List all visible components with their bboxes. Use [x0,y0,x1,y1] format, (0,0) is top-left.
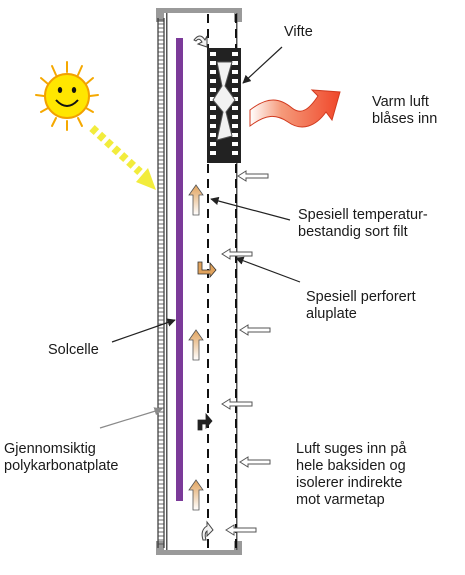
sunlight-beam [89,125,156,190]
label-solcelle: Solcelle [48,342,99,358]
pointer-solcelle [111,318,176,343]
warm-air-arrow [249,89,341,128]
label-aluplate: Spesiell perforert aluplate [306,289,416,322]
solar-cell [176,38,183,501]
fan-icon [207,48,241,163]
upward-airflow-arrows [188,184,217,541]
pointer-polykarbonat [99,407,163,429]
label-vifte: Vifte [284,24,313,40]
label-polykarbonat: Gjennomsiktig polykarbonatplate [4,441,119,474]
intake-airflow-arrows [221,170,271,536]
label-luft-suges: Luft suges inn på hele baksiden og isole… [296,441,407,508]
label-filt: Spesiell temperatur- bestandig sort filt [298,207,428,240]
polycarbonate-plate [157,18,165,548]
top-flow-arrow [193,35,208,48]
collector-frame [156,8,242,555]
pointer-vifte [242,46,283,84]
pointer-filt [210,196,291,221]
pointer-aluplate [235,256,301,283]
label-varm-luft: Varm luft blåses inn [372,94,438,127]
sun-icon [35,61,99,131]
